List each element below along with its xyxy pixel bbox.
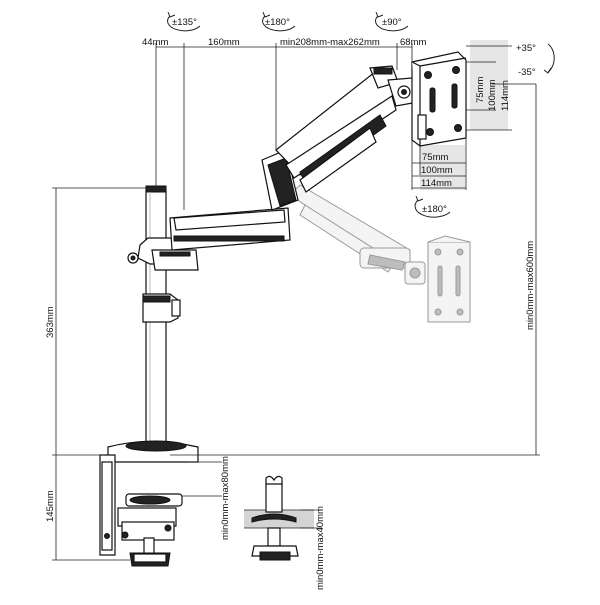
head-dimension: 68mm bbox=[400, 37, 426, 48]
ghost-arm bbox=[289, 184, 426, 285]
rotation-vesa-icon bbox=[414, 195, 451, 218]
vesa-h-small: 75mm bbox=[422, 152, 448, 163]
vesa-v-large: 114mm bbox=[500, 80, 511, 111]
vesa-v-small: 75mm bbox=[475, 77, 486, 103]
rotation-head-label: ±90° bbox=[382, 17, 402, 28]
grommet-mount bbox=[244, 475, 314, 561]
tilt-icon bbox=[543, 43, 555, 74]
vesa-dimension-lines bbox=[411, 45, 512, 190]
pole-height-lines bbox=[52, 187, 146, 456]
height-range-lines bbox=[170, 83, 540, 456]
upper-arm-dimension: min208mm-max262mm bbox=[280, 37, 380, 48]
rotation-head-icon bbox=[375, 11, 409, 32]
pole-collar bbox=[142, 293, 181, 323]
rotation-middle-label: ±180° bbox=[265, 17, 290, 28]
vesa-plate bbox=[411, 40, 508, 190]
rotation-middle-icon bbox=[262, 11, 296, 32]
offset-dimension: 44mm bbox=[142, 37, 168, 48]
clamp-range-lines bbox=[182, 461, 222, 497]
desk-clamp bbox=[99, 440, 199, 567]
vesa-v-medium: 100mm bbox=[487, 79, 498, 111]
upper-arm bbox=[261, 65, 419, 211]
clamp-height-dimension: 145mm bbox=[45, 490, 56, 522]
top-dimensions bbox=[155, 43, 413, 210]
grommet-range-dimension: min0mm-max40mm bbox=[315, 506, 326, 590]
tilt-down-label: -35° bbox=[518, 67, 536, 78]
rotation-base-label: ±135° bbox=[172, 17, 197, 28]
rotation-vesa-label: ±180° bbox=[422, 204, 447, 215]
vesa-h-large: 114mm bbox=[421, 178, 452, 189]
pole-height-dimension: 363mm bbox=[45, 306, 56, 338]
rotation-base-icon bbox=[167, 11, 201, 32]
lower-arm-dimension: 160mm bbox=[208, 37, 240, 48]
ghost-vesa-plate bbox=[427, 235, 471, 323]
grommet-range-lines bbox=[300, 509, 322, 529]
lower-arm bbox=[127, 207, 291, 271]
tilt-up-label: +35° bbox=[516, 43, 536, 54]
height-range-dimension: min0mm-max600mm bbox=[525, 241, 536, 330]
vesa-h-medium: 100mm bbox=[421, 165, 453, 176]
clamp-range-dimension: min0mm-max80mm bbox=[220, 456, 231, 540]
clamp-height-lines bbox=[52, 455, 130, 561]
